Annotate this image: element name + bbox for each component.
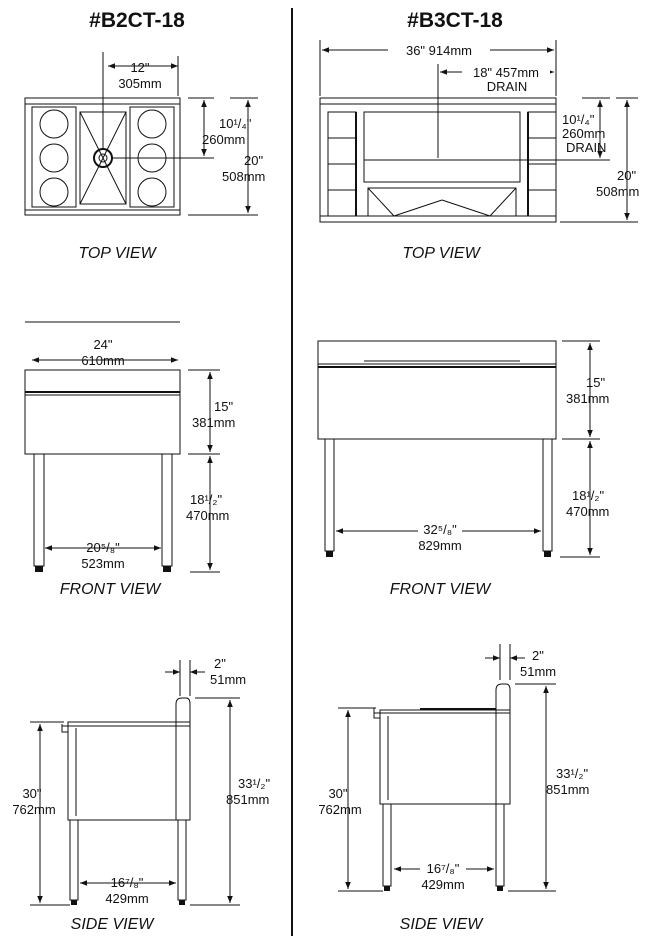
left-top-width-mm: 305mm — [118, 76, 161, 91]
left-side-backsplash — [175, 697, 191, 820]
left-side-span-in: 16⁷/₈" — [111, 875, 144, 890]
right-side-total-in: 33¹/₂" — [556, 766, 588, 781]
left-front-height-in: 15" — [214, 399, 233, 414]
left-side-back-mm: 51mm — [210, 672, 246, 687]
right-side-view-label: SIDE VIEW — [400, 916, 485, 933]
right-top-view-label: TOP VIEW — [402, 245, 481, 262]
right-top-depth-in: 20" — [617, 168, 636, 183]
left-side-back-in: 2" — [214, 656, 226, 671]
left-front-body — [24, 369, 181, 455]
left-top-depth-mm: 508mm — [222, 169, 265, 184]
left-bin-circle — [39, 177, 69, 207]
left-front-leg-in: 18¹/₂" — [190, 492, 222, 507]
right-side-span-in: 16⁷/₈" — [427, 861, 460, 876]
left-front-span-in: 20⁵/₈" — [86, 540, 120, 555]
right-front-leg — [542, 438, 553, 552]
left-model-title: #B2CT-18 — [89, 9, 185, 32]
left-side-leg — [177, 819, 187, 901]
right-side-back-mm: 51mm — [520, 664, 556, 679]
right-side-leg — [495, 803, 505, 887]
left-bin-circle — [39, 143, 69, 173]
right-front-span-mm: 829mm — [418, 538, 461, 553]
left-bin-circle — [39, 109, 69, 139]
right-top-depth-mm: 508mm — [596, 184, 639, 199]
left-side-view-label: SIDE VIEW — [71, 916, 156, 933]
right-side-back-in: 2" — [532, 648, 544, 663]
left-front-width-in: 24" — [93, 337, 112, 352]
left-side-height-in: 30" — [22, 786, 41, 801]
right-model-title: #B3CT-18 — [407, 9, 503, 32]
left-front-leg — [161, 453, 173, 567]
left-front-leg — [33, 453, 45, 567]
right-top-width-text: 36" 914mm — [406, 43, 472, 58]
left-front-height-mm: 381mm — [192, 415, 235, 430]
left-side-view: 2" 51mm 30" 762mm 33¹/₂" 851mm 16⁷/₈" 42… — [12, 656, 270, 933]
left-top-width-in: 12" — [130, 60, 149, 75]
right-side-body — [379, 709, 511, 805]
right-top-drain2-mm: 260mm — [562, 126, 605, 141]
right-front-view-label: FRONT VIEW — [390, 581, 492, 598]
left-top-depth-in: 20" — [244, 153, 263, 168]
right-side-height-in: 30" — [328, 786, 347, 801]
right-side-leg — [382, 803, 392, 887]
right-side-height-mm: 762mm — [318, 802, 361, 817]
right-top-drain2-in: 10¹/₄" — [562, 112, 595, 127]
right-front-view: 15" 381mm 18¹/₂" 470mm 32⁵/₈" 829mm FRON… — [317, 340, 609, 598]
left-top-drain-in: 10¹/₄" — [219, 116, 252, 131]
left-side-leg — [69, 819, 79, 901]
right-front-height-in: 15" — [586, 375, 605, 390]
left-front-view: 24" 15" 381mm 18¹/₂" 470mm 20⁵/₈" 523mm … — [24, 321, 235, 598]
left-front-view-label: FRONT VIEW — [60, 581, 162, 598]
left-bin-circle — [137, 177, 167, 207]
right-front-leg-in: 18¹/₂" — [572, 488, 604, 503]
right-front-height-mm: 381mm — [566, 391, 609, 406]
right-side-view: 2" 51mm 30" 762mm 33¹/₂" 851mm 16⁷/₈" 42… — [318, 644, 589, 933]
left-bin-circle — [137, 109, 167, 139]
left-side-body — [67, 721, 191, 821]
right-side-backsplash — [495, 683, 511, 804]
right-side-span-mm: 429mm — [421, 877, 464, 892]
right-front-leg — [324, 438, 335, 552]
left-side-total-mm: 851mm — [226, 792, 269, 807]
right-top-view: 36" 914mm 18" 457mm DRAIN 10¹/₄" 260mm D… — [319, 40, 639, 262]
left-side-height-mm: 762mm — [12, 802, 55, 817]
left-front-leg-mm: 470mm — [186, 508, 229, 523]
right-front-span-in: 32⁵/₈" — [423, 522, 457, 537]
left-top-view-label: TOP VIEW — [78, 245, 157, 262]
left-front-width-mm: 610mm — [81, 353, 124, 368]
left-top-view: 12" 305mm 10¹/₄" 260mm 20" 508mm TOP VIE… — [24, 52, 265, 262]
left-side-span-mm: 429mm — [105, 891, 148, 906]
left-top-drain-mm: 260mm — [202, 132, 245, 147]
right-top-drain-word: DRAIN — [487, 79, 527, 94]
right-side-total-mm: 851mm — [546, 782, 589, 797]
right-top-drain-text: 18" 457mm — [473, 65, 539, 80]
right-front-body — [317, 340, 557, 440]
left-front-span-mm: 523mm — [81, 556, 124, 571]
right-front-leg-mm: 470mm — [566, 504, 609, 519]
right-top-drain2-word: DRAIN — [566, 140, 606, 155]
left-side-total-in: 33¹/₂" — [238, 776, 270, 791]
